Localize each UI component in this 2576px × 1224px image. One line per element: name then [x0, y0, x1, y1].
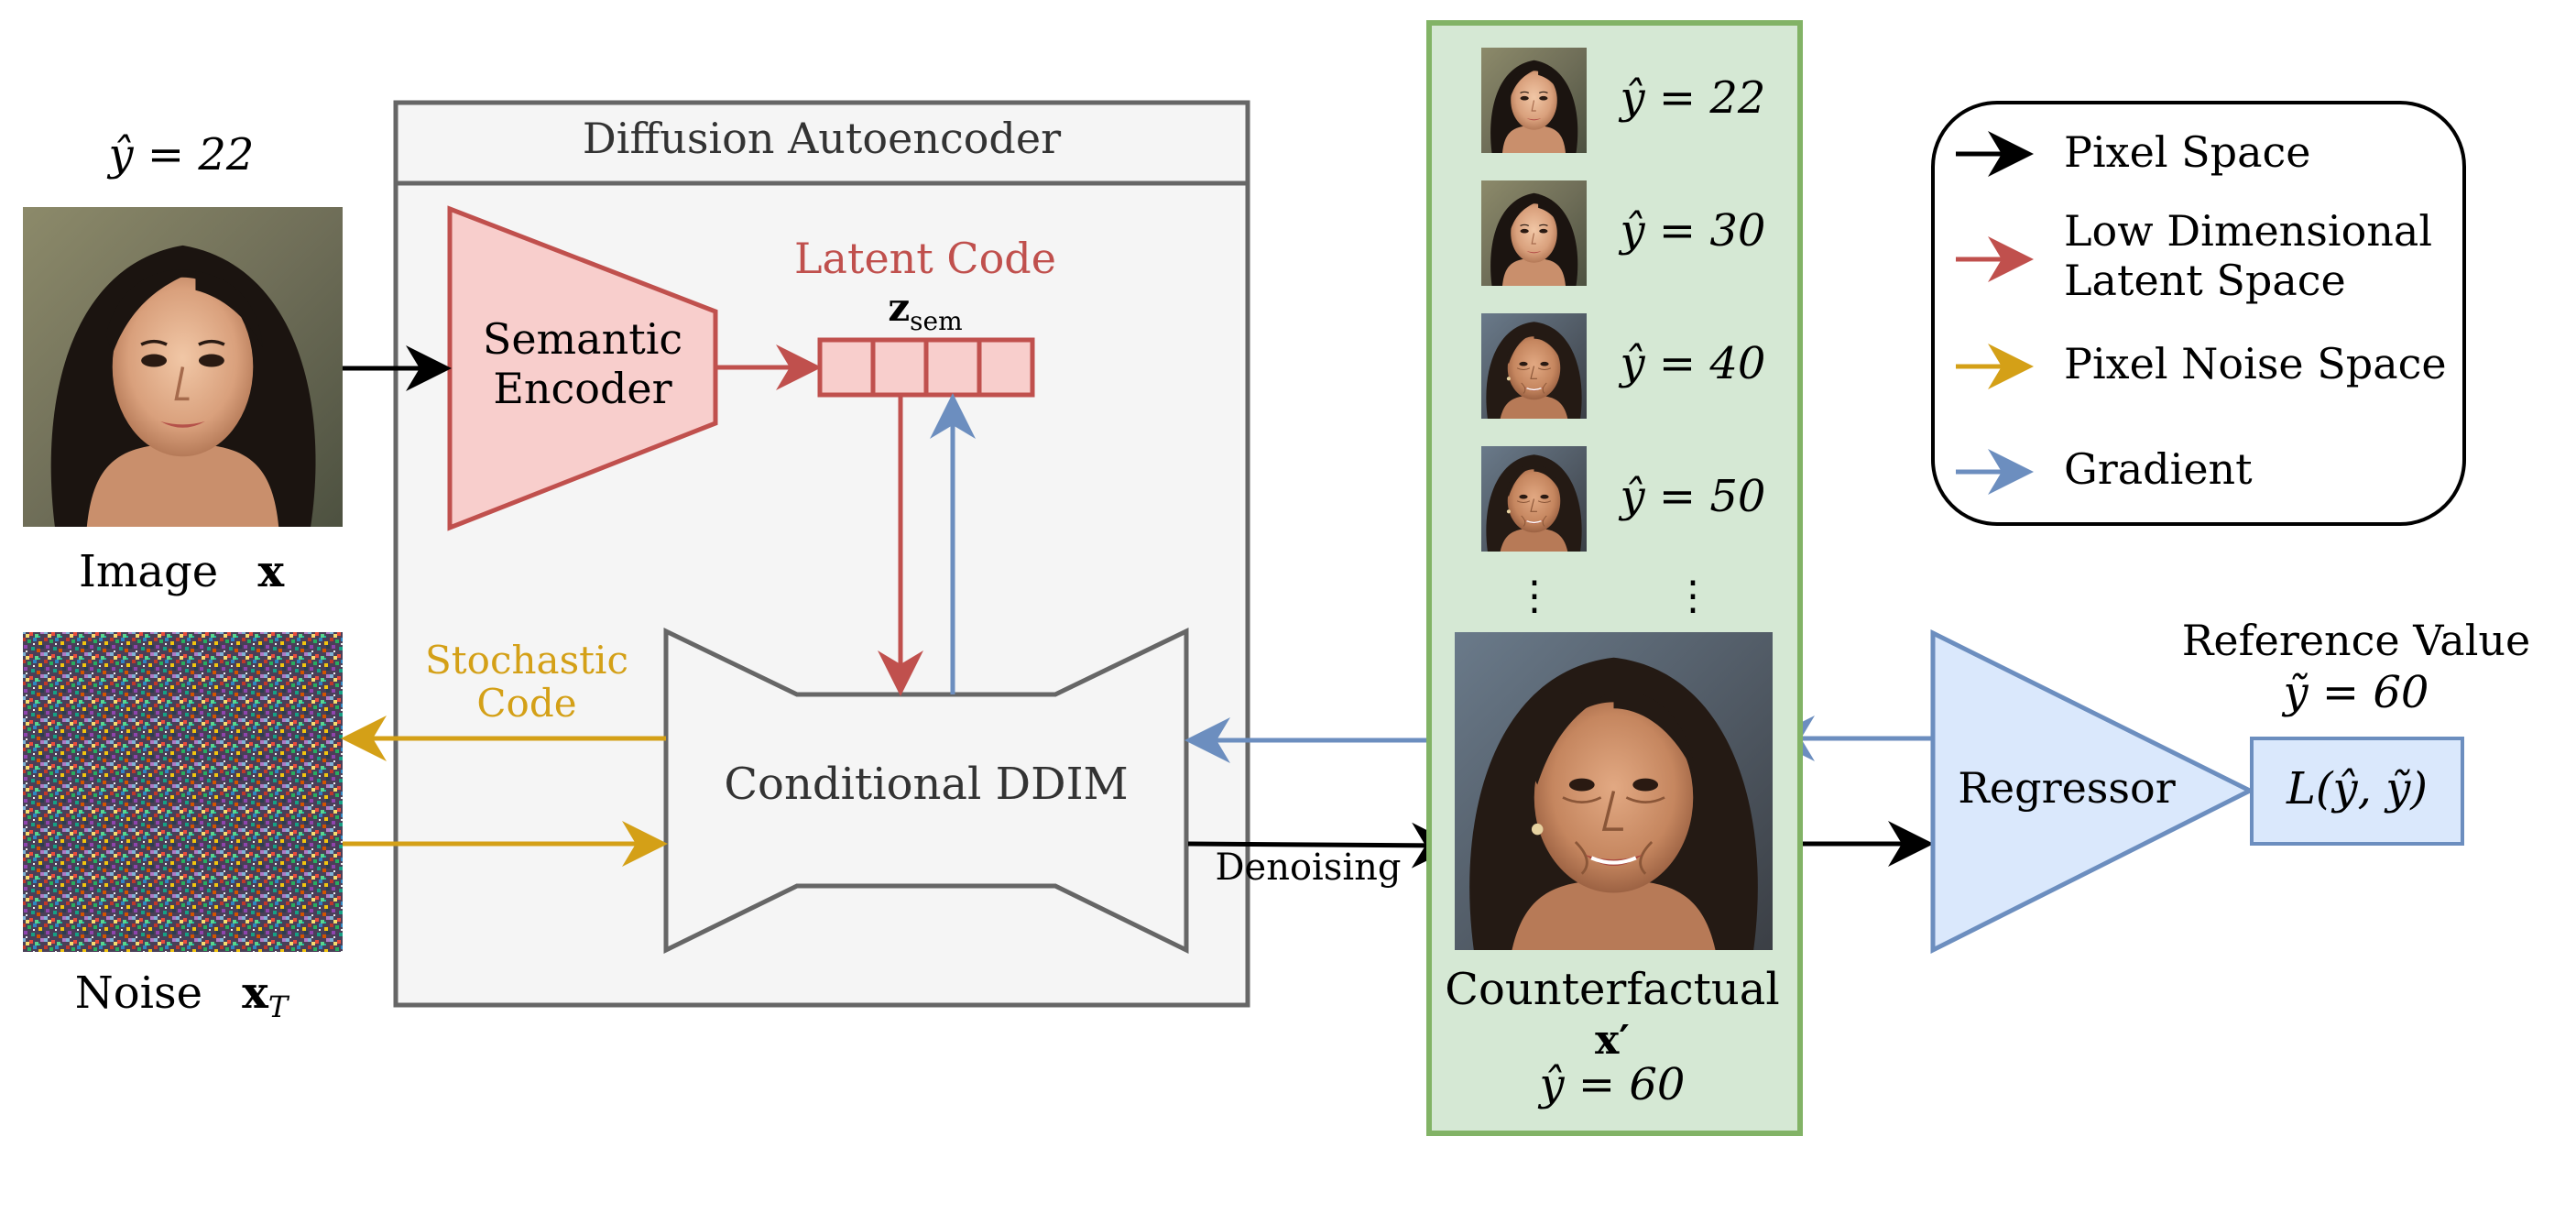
regressor-label: Regressor — [1958, 763, 2175, 813]
counterfactual-panel: ŷ = 22 ŷ = 30 ŷ = 40 ŷ = 50 ⋮ ⋮ Counterf… — [1426, 20, 1803, 1136]
loss-label: L(ŷ, ỹ) — [2286, 763, 2428, 814]
regressor — [1930, 628, 2255, 955]
ddim-label: Conditional DDIM — [724, 759, 1128, 810]
counterfactual-caption: Counterfactual — [1445, 964, 1780, 1015]
legend-label-line2: Latent Space — [2064, 256, 2346, 305]
semantic-encoder-label-1: Semantic — [483, 314, 682, 364]
noise-caption-word: Noise — [75, 967, 202, 1019]
stochastic-label-2: Code — [476, 681, 576, 726]
arrows — [341, 344, 1934, 869]
legend-item-pixel-space: Pixel Space — [1956, 127, 2311, 177]
thumbnail-face — [1481, 446, 1587, 552]
noise-image-group: Noise xT — [23, 632, 343, 1024]
autoencoder-title: Diffusion Autoencoder — [583, 114, 1061, 163]
latent-symbol: z — [888, 285, 910, 330]
stochastic-label-1: Stochastic — [425, 638, 628, 683]
counterfactual-pred: ŷ = 60 — [1538, 1059, 1686, 1110]
input-face-image — [23, 207, 343, 527]
legend-label: Pixel Noise Space — [2064, 339, 2447, 388]
noise-caption-subscript: T — [268, 989, 290, 1024]
image-caption-word: Image — [79, 546, 218, 597]
thumbnail-face — [1481, 180, 1587, 286]
thumbnail-row: ŷ = 50 — [1481, 446, 1765, 552]
legend-label: Low Dimensional — [2064, 206, 2432, 256]
ellipsis-right: ⋮ — [1673, 573, 1713, 619]
latent-subscript: sem — [910, 306, 963, 336]
thumbnail-label: ŷ = 40 — [1619, 338, 1766, 389]
arrow-denoising — [1187, 822, 1457, 869]
semantic-encoder-label-2: Encoder — [493, 364, 671, 413]
denoising-label: Denoising — [1215, 847, 1401, 889]
thumbnail-face — [1481, 313, 1587, 419]
noise-caption: Noise xT — [75, 967, 290, 1024]
noise-caption-symbol: x — [242, 967, 268, 1019]
input-pred-label: ŷ = 22 — [107, 129, 255, 180]
thumbnail-row: ŷ = 40 — [1481, 313, 1765, 419]
ellipsis-left: ⋮ — [1514, 573, 1555, 619]
latent-code-title: Latent Code — [794, 234, 1056, 283]
latent-code-symbol: zsem — [888, 285, 962, 336]
loss-box — [2250, 737, 2464, 846]
legend: Pixel Space Low Dimensional Latent Space… — [1931, 101, 2466, 526]
legend-label: Gradient — [2064, 444, 2253, 494]
reference-value-title: Reference Value — [2182, 616, 2531, 665]
thumbnail-row: ŷ = 22 — [1481, 48, 1765, 153]
legend-box — [1931, 101, 2466, 526]
semantic-encoder — [447, 205, 718, 531]
image-caption-symbol: x — [257, 546, 284, 597]
image-caption: Image x — [79, 546, 285, 597]
thumbnail-label: ŷ = 50 — [1619, 471, 1766, 522]
thumbnail-face — [1481, 48, 1587, 153]
thumbnail-row: ŷ = 30 — [1481, 180, 1765, 286]
legend-item-latent-space: Low Dimensional Latent Space — [1956, 206, 2432, 305]
regressor-group: Regressor Reference Value ỹ = 60 L(ŷ, ỹ) — [1930, 616, 2531, 955]
reference-value: ỹ = 60 — [2282, 667, 2429, 718]
input-image-group: ŷ = 22 Image x — [23, 129, 343, 597]
counterfactual-symbol: x′ — [1595, 1017, 1630, 1064]
latent-code-vector — [817, 337, 1035, 398]
legend-item-gradient: Gradient — [1956, 444, 2253, 495]
diffusion-autoencoder: Diffusion Autoencoder Semantic Encoder L… — [393, 100, 1250, 1008]
legend-item-noise-space: Pixel Noise Space — [1956, 339, 2447, 389]
thumbnail-label: ŷ = 22 — [1619, 72, 1766, 124]
counterfactual-face-image — [1455, 632, 1773, 950]
thumbnail-label: ŷ = 30 — [1619, 205, 1766, 257]
legend-label: Pixel Space — [2064, 127, 2311, 177]
noise-image — [23, 632, 343, 952]
